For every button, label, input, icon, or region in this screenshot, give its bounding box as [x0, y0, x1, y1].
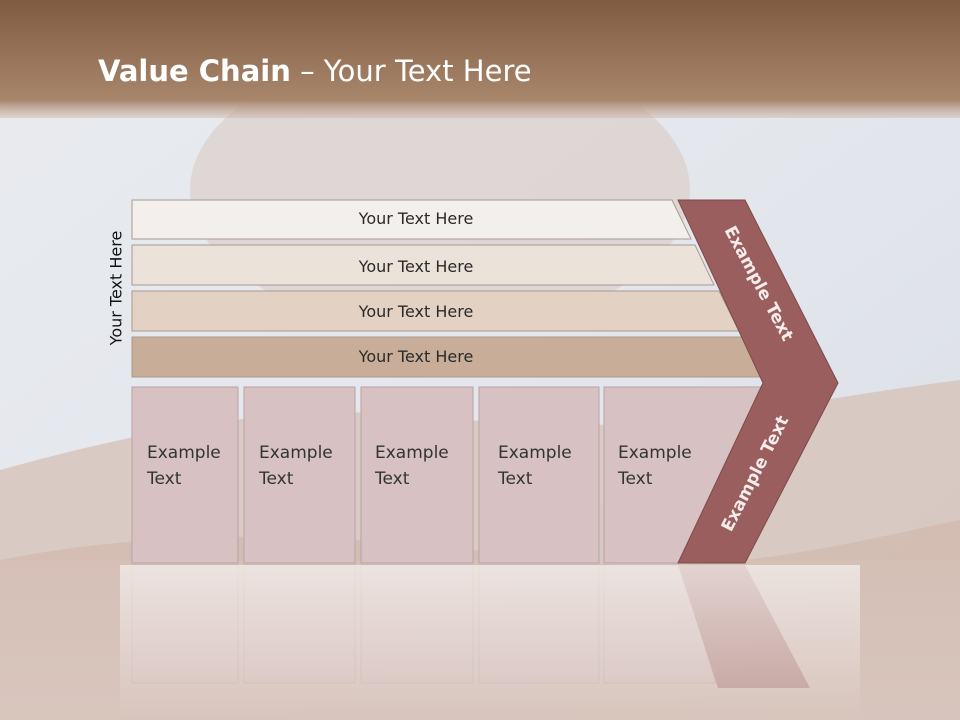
- slide-title: Value Chain – Your Text Here: [98, 54, 532, 88]
- cell-line1: Example: [618, 443, 692, 463]
- cell-line2: Text: [497, 469, 533, 489]
- support-rows: Your Text Here Your Text Here Your Text …: [131, 199, 764, 378]
- reflection-fade: [120, 565, 860, 720]
- cell-line2: Text: [258, 469, 294, 489]
- title-bold: Value Chain: [98, 54, 291, 88]
- row-label: Your Text Here: [358, 257, 474, 276]
- title-rest: – Your Text Here: [290, 54, 532, 88]
- cell-box: [478, 386, 600, 564]
- cell-line1: Example: [147, 443, 221, 463]
- cell-box: [131, 386, 239, 564]
- cell-line2: Text: [374, 469, 410, 489]
- header-band: [0, 0, 960, 118]
- cell-box: [243, 386, 356, 564]
- cell-line1: Example: [259, 443, 333, 463]
- cell-line1: Example: [498, 443, 572, 463]
- row-bar: [131, 199, 692, 240]
- cell-line2: Text: [146, 469, 182, 489]
- row-label: Your Text Here: [358, 347, 474, 366]
- chevron-shape: [677, 199, 839, 564]
- row-label: Your Text Here: [358, 302, 474, 321]
- row-bar: [131, 244, 715, 286]
- cell-line1: Example: [375, 443, 449, 463]
- cell-line2: Text: [617, 469, 653, 489]
- row-label: Your Text Here: [358, 209, 474, 228]
- cell-box: [360, 386, 474, 564]
- primary-cells: Example Text Example Text Example Text E…: [131, 386, 762, 564]
